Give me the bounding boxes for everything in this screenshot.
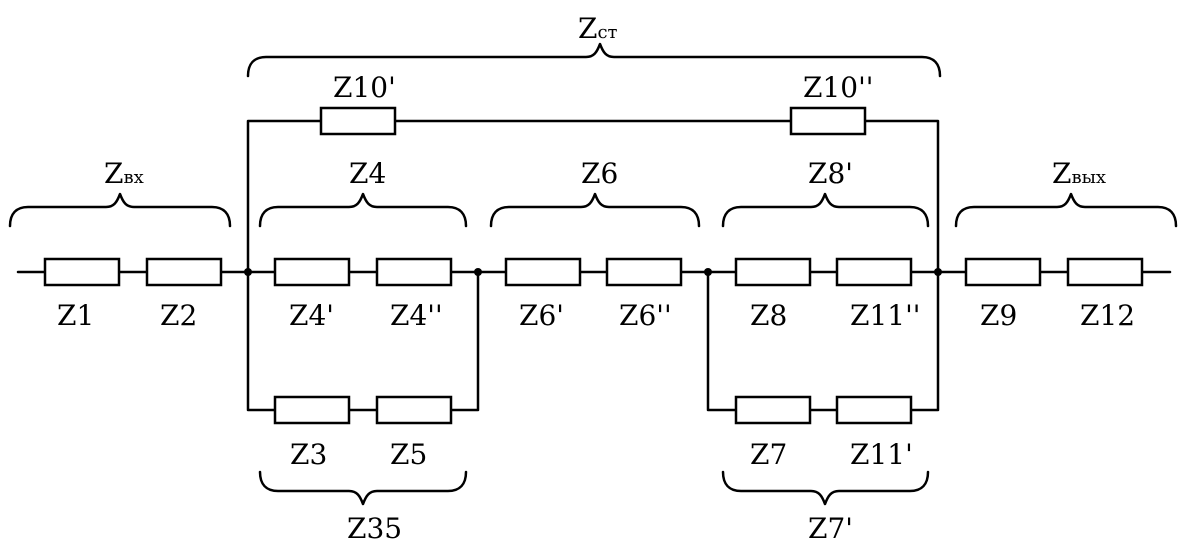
brace-z7-prime xyxy=(721,470,930,506)
z35-branch-wire xyxy=(246,270,480,412)
label-z6-double-prime: Z6'' xyxy=(619,299,672,332)
label-z1: Z1 xyxy=(57,299,94,332)
resistor-z7 xyxy=(734,395,812,425)
resistor-z3 xyxy=(273,395,351,425)
brace-z-vx xyxy=(8,192,232,228)
brace-z4 xyxy=(258,192,468,228)
label-z8: Z8 xyxy=(750,299,787,332)
label-z12: Z12 xyxy=(1080,299,1135,332)
label-z3: Z3 xyxy=(290,438,327,471)
brace-z-st xyxy=(246,42,942,78)
label-z7-prime: Z7' xyxy=(808,512,853,545)
resistor-z12 xyxy=(1066,257,1144,287)
label-z11-double-prime: Z11'' xyxy=(850,299,921,332)
brace-z-vyx xyxy=(954,192,1178,228)
resistor-z11-prime xyxy=(835,395,913,425)
label-z6-prime: Z6' xyxy=(519,299,564,332)
label-z6: Z6 xyxy=(581,157,618,190)
label-z10-double-prime: Z10'' xyxy=(803,71,874,104)
label-z35: Z35 xyxy=(347,512,402,545)
junction-node xyxy=(474,268,482,276)
label-z7: Z7 xyxy=(750,438,787,471)
z10-branch-wire xyxy=(246,119,940,274)
resistor-z11-double-prime xyxy=(835,257,913,287)
resistor-z10-double-prime xyxy=(789,106,867,136)
junction-node xyxy=(244,268,252,276)
resistor-z4-prime xyxy=(273,257,351,287)
resistor-z10-prime xyxy=(319,106,397,136)
label-z8-prime: Z8' xyxy=(808,157,853,190)
junction-node xyxy=(704,268,712,276)
brace-z35 xyxy=(258,470,468,506)
label-z-vyx: Zвых xyxy=(1052,157,1106,190)
label-z9: Z9 xyxy=(980,299,1017,332)
label-z2: Z2 xyxy=(160,299,197,332)
brace-z6 xyxy=(489,192,701,228)
label-z4-prime: Z4' xyxy=(289,299,334,332)
junction-node xyxy=(934,268,942,276)
label-z4: Z4 xyxy=(349,157,386,190)
z7-branch-wire xyxy=(706,270,940,412)
resistor-z9 xyxy=(964,257,1042,287)
label-z-st: Zст xyxy=(578,12,618,45)
label-z10-prime: Z10' xyxy=(333,71,396,104)
resistor-z4-double-prime xyxy=(375,257,453,287)
resistor-z6-double-prime xyxy=(605,257,683,287)
resistor-z2 xyxy=(145,257,223,287)
label-z11-prime: Z11' xyxy=(850,438,913,471)
resistor-z8 xyxy=(734,257,812,287)
brace-z8-prime xyxy=(721,192,930,228)
label-z-vx: Zвх xyxy=(104,157,144,190)
resistor-z5 xyxy=(375,395,453,425)
resistor-z6-prime xyxy=(504,257,582,287)
label-z5: Z5 xyxy=(390,438,427,471)
label-z4-double-prime: Z4'' xyxy=(390,299,443,332)
resistor-z1 xyxy=(43,257,121,287)
